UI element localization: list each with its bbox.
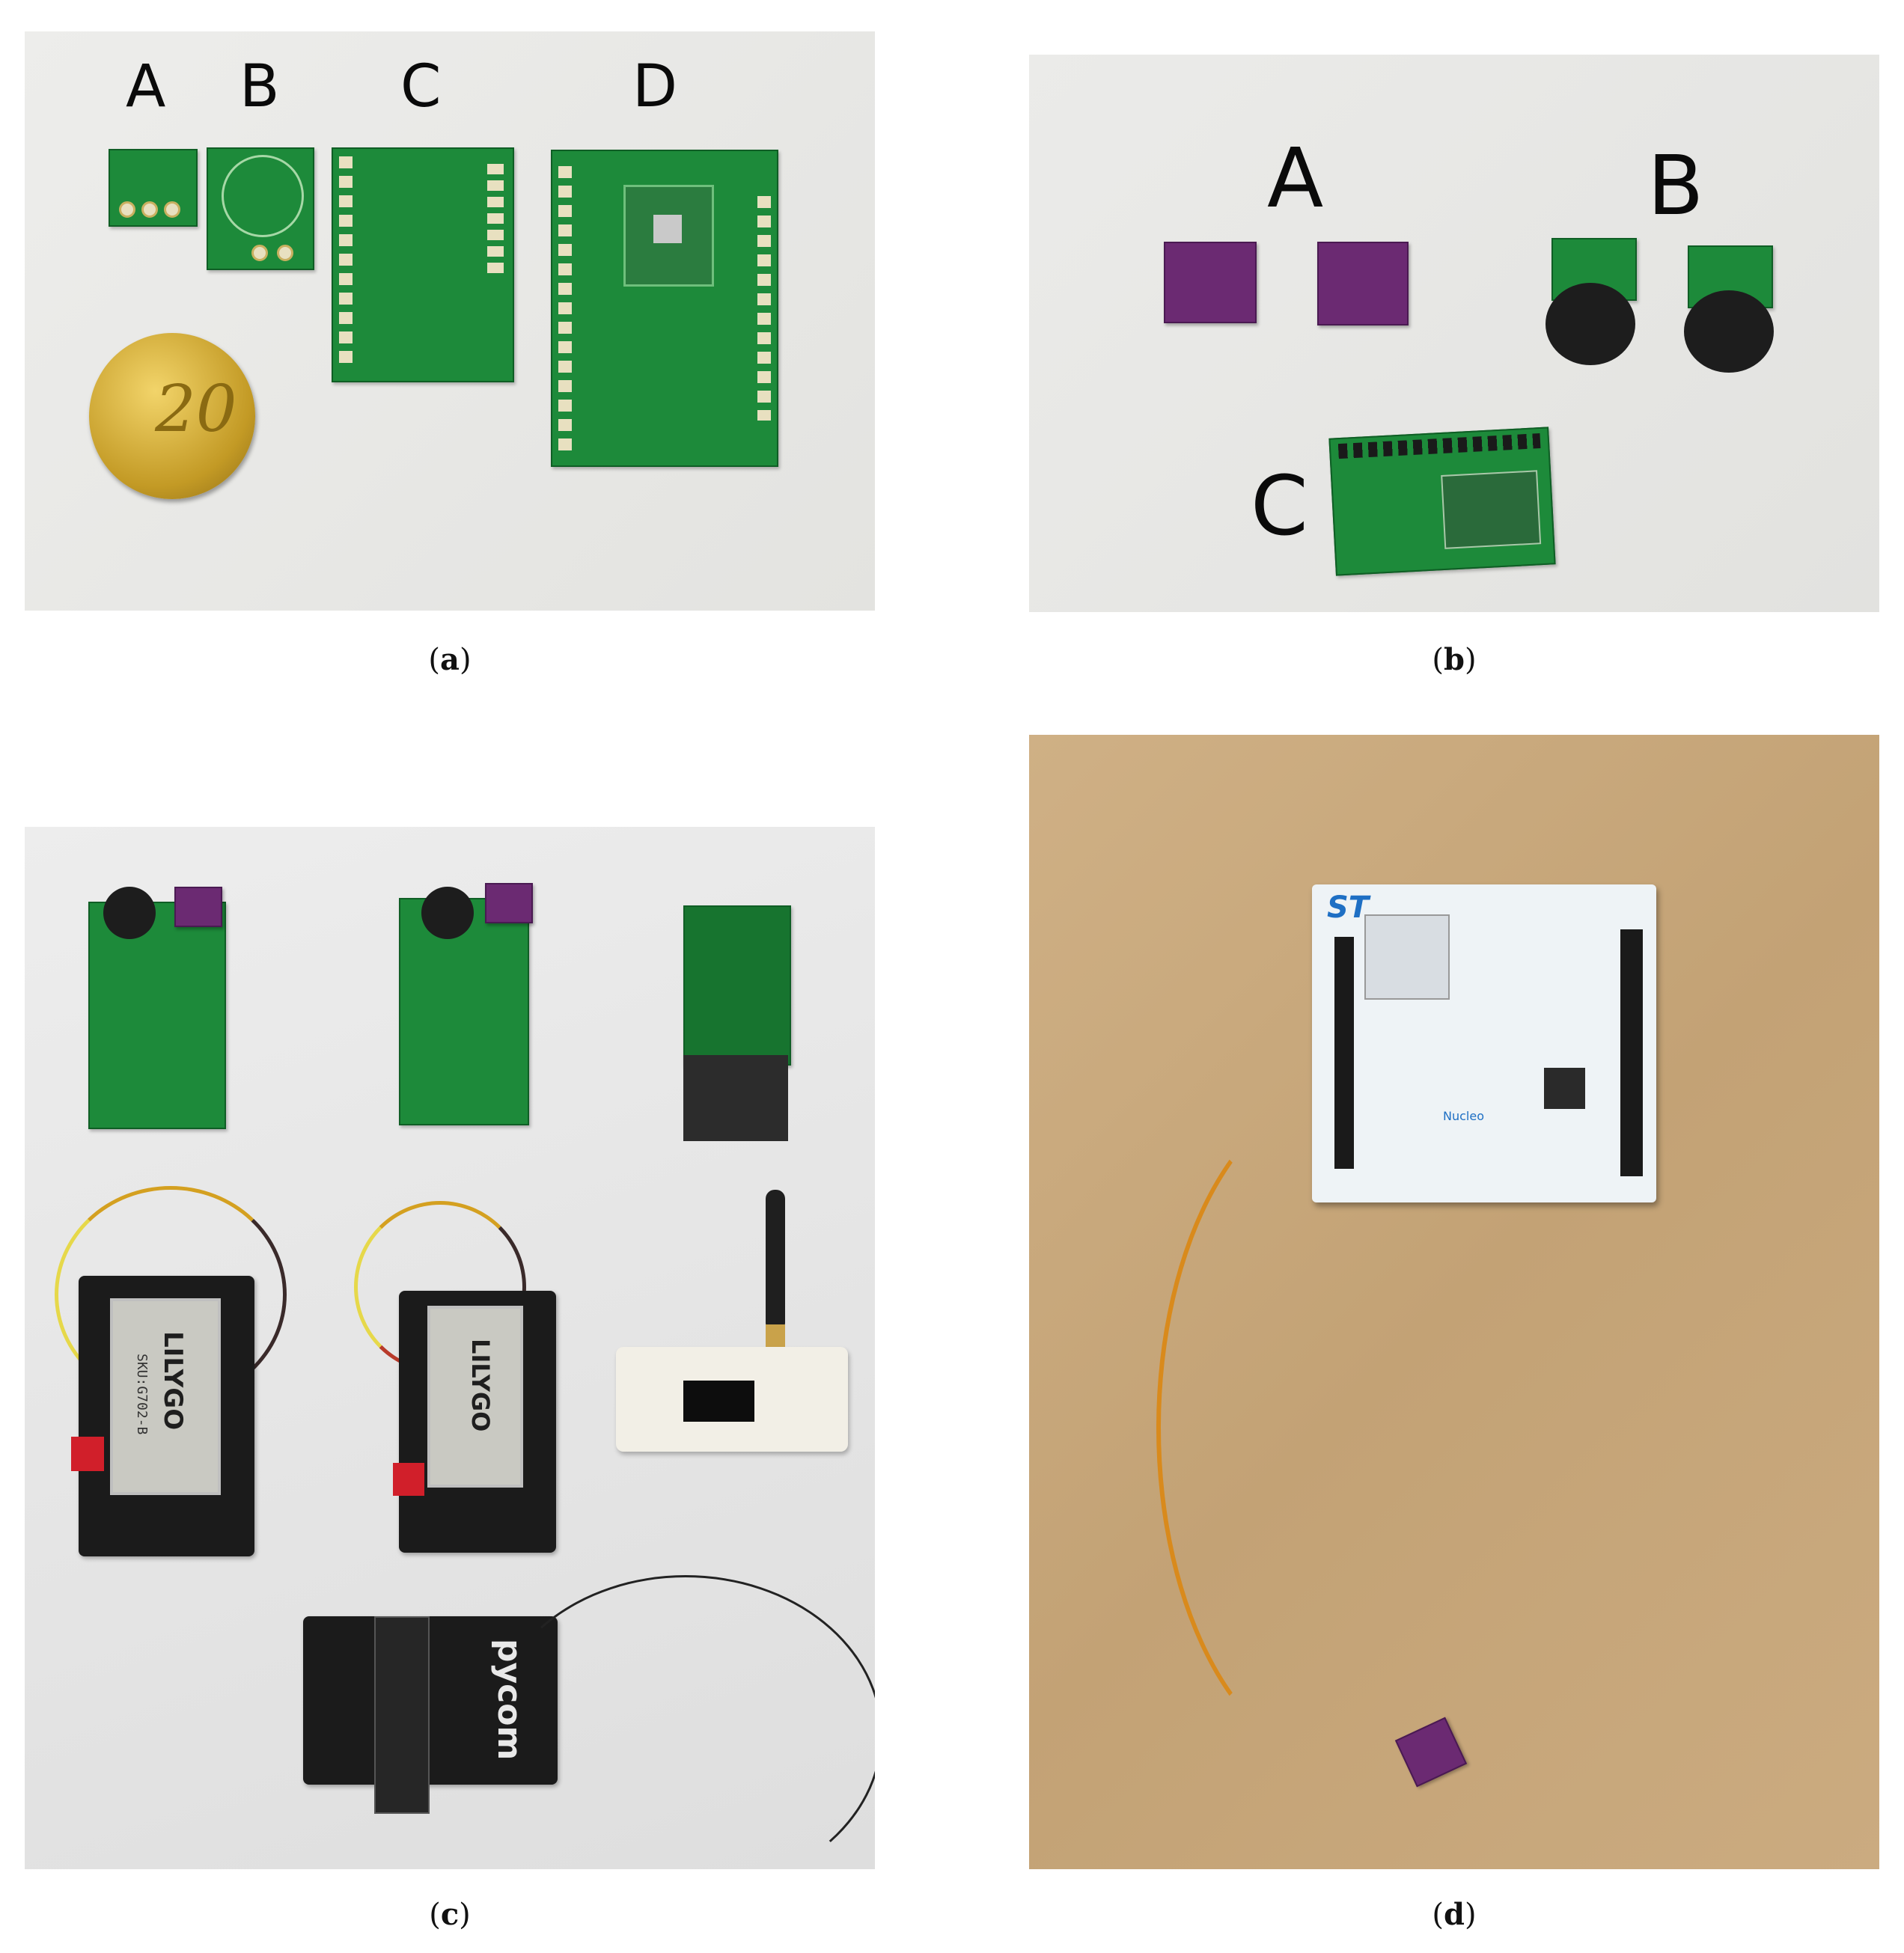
brand-label-2: LILYGO: [466, 1339, 495, 1432]
pcb-d: [551, 150, 778, 467]
coin-20-cent: 20: [89, 333, 255, 499]
label-c: C: [400, 53, 442, 120]
sensor-a-2: [1317, 242, 1409, 326]
pcb-a: [109, 149, 198, 227]
node-board-2: [399, 898, 529, 1125]
brand-label-1: LILYGO: [158, 1331, 188, 1431]
node-buzzer-2: [421, 887, 474, 939]
epaper-display-2: LILYGO: [427, 1306, 523, 1488]
gateway-enclosure: [616, 1347, 848, 1452]
node-board-1: [88, 902, 226, 1129]
module-footprint: [623, 185, 714, 287]
mcu-chip: [1544, 1068, 1585, 1109]
coin-value: 20: [155, 372, 237, 447]
lilygo-board-1: LILYGO SKU:G702-B: [71, 1276, 254, 1556]
label-a: A: [1267, 130, 1324, 226]
pcb-c-assembled: [1328, 427, 1556, 576]
pcb-b: [207, 147, 314, 270]
node-sensor-2: [485, 883, 533, 923]
epaper-display-1: LILYGO SKU:G702-B: [110, 1298, 221, 1495]
pcb-c: [332, 147, 514, 382]
right-header: [1620, 929, 1643, 1176]
oled-display: [683, 1381, 754, 1422]
panel-c-photo: LILYGO SKU:G702-B LILYGO pycom: [25, 827, 875, 1869]
panel-a-photo: A B C D 20: [25, 31, 875, 611]
label-b: B: [1647, 138, 1704, 233]
node-sensor-1: [174, 887, 222, 927]
panel-b-photo: A B C: [1029, 55, 1879, 612]
pycom-antenna-cable: [489, 1575, 875, 1869]
sensor-a-1: [1164, 242, 1257, 323]
jumper-wire-orange: [1156, 1086, 1540, 1769]
caption-a: (a): [428, 642, 472, 677]
label-a: A: [126, 53, 166, 120]
caption-b: (b): [1432, 642, 1477, 677]
label-c: C: [1251, 458, 1308, 554]
caption-d: (d): [1432, 1897, 1477, 1932]
node-buzzer-1: [103, 887, 156, 939]
label-b: B: [239, 53, 280, 120]
label-d: D: [632, 53, 678, 120]
buzzer-b-1: [1546, 283, 1635, 365]
node-board-3: [683, 905, 791, 1066]
st-logo: ST: [1327, 890, 1370, 925]
lilygo-board-2: LILYGO: [393, 1291, 556, 1553]
buzzer-b-2: [1684, 290, 1774, 373]
panel-d-photo: ST Nucleo: [1029, 735, 1879, 1869]
lora-module: [1441, 470, 1542, 549]
antenna: [766, 1190, 785, 1332]
sku-label-1: SKU:G702-B: [134, 1354, 150, 1435]
caption-c: (c): [429, 1897, 471, 1932]
node-board-3-base: [683, 1055, 788, 1141]
board-label: Nucleo: [1443, 1109, 1484, 1123]
radio-module: [1364, 914, 1450, 1000]
